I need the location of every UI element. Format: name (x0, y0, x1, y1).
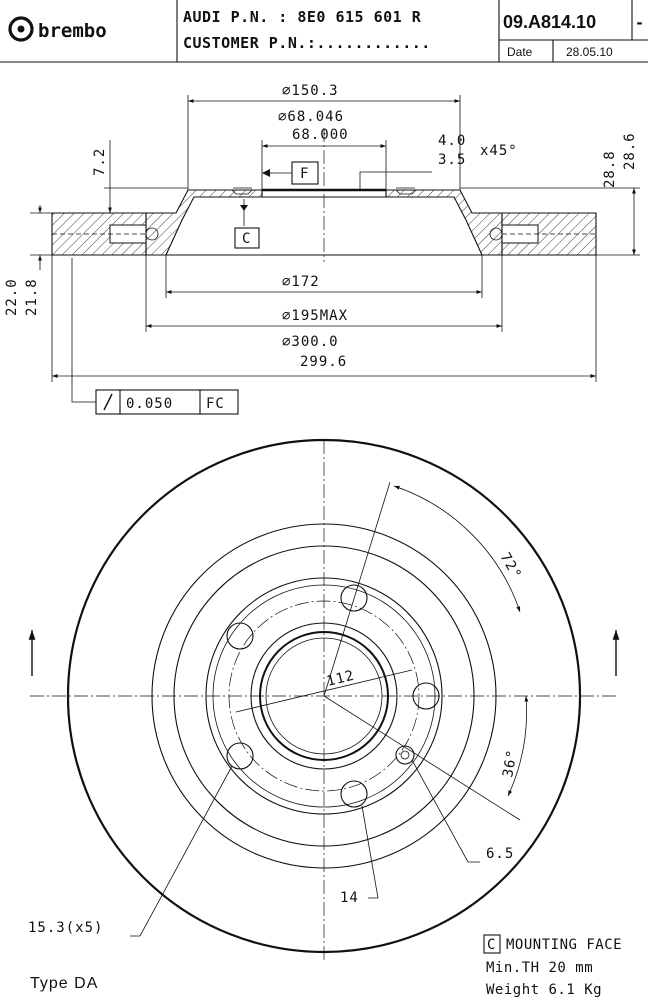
bolt-holes (226, 584, 440, 808)
disc-hub-edge (151, 523, 497, 869)
min-thickness: Min.TH 20 mm (486, 960, 593, 976)
dim-chamfer-bottom: 3.5 (438, 152, 466, 168)
bolt-hole (412, 682, 440, 710)
dim-thickness-min: 21.8 (24, 278, 40, 316)
dim-thickness-max: 22.0 (4, 278, 20, 316)
dim-disc-max: ∅300.0 (282, 334, 339, 350)
dim-bolt-angle: 72° (497, 550, 525, 583)
weight: Weight 6.1 Kg (486, 982, 602, 998)
dim-pcd: 112 (325, 668, 356, 690)
footer-notes: Type DA C MOUNTING FACE Min.TH 20 mm Wei… (30, 934, 622, 998)
dim-bore-min: 68.000 (292, 127, 349, 143)
dim-inner-diameter: ∅172 (282, 274, 320, 290)
type-label: Type DA (30, 975, 98, 992)
bolt-hole (340, 780, 368, 808)
disc-hat-edge (173, 545, 475, 847)
dim-chamfer-angle: x45° (480, 143, 518, 159)
dim-hub-max: ∅195MAX (282, 308, 348, 324)
runout-value: 0.050 (126, 396, 173, 412)
mounting-face-box (483, 934, 501, 954)
datum-c: C (242, 231, 251, 247)
runout-datums: FC (206, 396, 225, 412)
title-block: brembo AUDI P.N. : 8E0 615 601 R CUSTOME… (0, 0, 648, 63)
mounting-face-symbol: C (487, 937, 496, 953)
bolt-hole (226, 742, 254, 770)
dim-height-min: 28.6 (622, 132, 638, 170)
disc-outer-edge (66, 438, 582, 954)
dim-hat-depth: 7.2 (92, 148, 108, 176)
dim-hole-angle: 36° (500, 748, 521, 779)
dim-bolt-hole-count: 15.3(x5) (28, 920, 103, 936)
datum-f-box (291, 161, 319, 185)
brembo-logo: brembo (8, 16, 107, 42)
dim-chamfer-top: 4.0 (438, 133, 466, 149)
dim-disc-min: 299.6 (300, 354, 347, 370)
dim-bolt-hole: 14 (340, 890, 359, 906)
runout-tolerance-frame: 0.050 FC (95, 389, 239, 415)
pcd-circle (228, 600, 420, 792)
date-label: Date (507, 45, 533, 59)
bolt-hole (226, 622, 254, 650)
hat-wall-left (145, 189, 263, 256)
brand-name: brembo (38, 20, 107, 42)
front-view: 112 72° 36° 6.5 14 15.3(x5) (28, 438, 620, 960)
brembo-logo-ring-icon (8, 16, 34, 42)
hat-wall-right (385, 189, 503, 256)
dim-hat-diameter: ∅150.3 (282, 83, 339, 99)
date-value: 28.05.10 (566, 45, 613, 59)
center-bore (259, 631, 389, 761)
customer-part-number: CUSTOMER P.N.:............ (183, 34, 431, 52)
runout-arrow-icon (103, 393, 113, 411)
part-code: 09.A814.10 (503, 12, 596, 32)
section-view: ∅150.3 ∅68.046 68.000 4.0 3.5 x45° F C 7… (4, 83, 640, 415)
revision-mark: - (635, 14, 645, 32)
datum-f: F (300, 166, 309, 182)
mounting-face-label: MOUNTING FACE (506, 937, 622, 953)
dim-height-max: 28.8 (602, 150, 618, 188)
dim-bore-max: ∅68.046 (278, 109, 344, 125)
oem-part-number: AUDI P.N. : 8E0 615 601 R (183, 8, 422, 26)
datum-c-box (234, 227, 260, 249)
bolt-hole (340, 584, 368, 612)
dim-locating-hole: 6.5 (486, 846, 514, 862)
brembo-logo-dot-icon (17, 25, 25, 33)
locating-hole (395, 745, 415, 765)
